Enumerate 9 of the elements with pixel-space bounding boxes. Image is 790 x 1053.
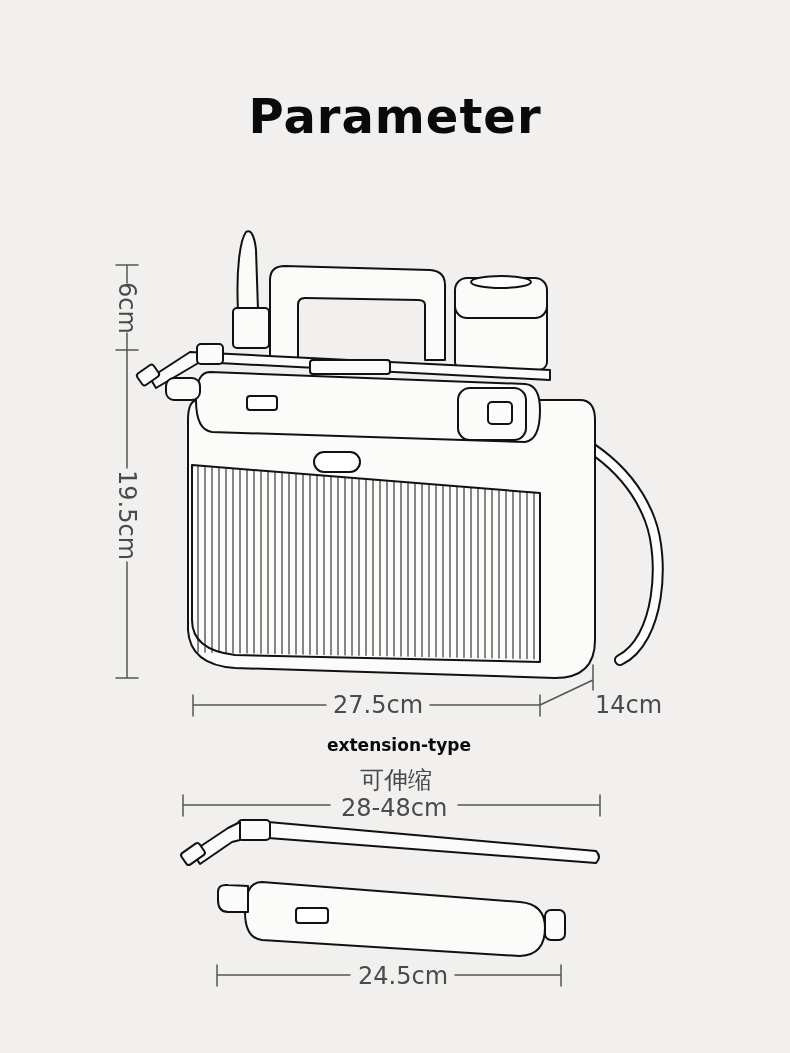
dimension-label: 27.5cm [333, 693, 423, 717]
title: Parameter [248, 92, 542, 140]
dimension-label: 6cm [114, 282, 139, 334]
dimension-label: 24.5cm [358, 964, 448, 988]
section-heading: extension-type [327, 736, 471, 754]
dimension-label: 19.5cm [115, 470, 139, 560]
dimension-label: 14cm [595, 693, 663, 717]
dimension-label: 28-48cm [341, 796, 448, 820]
dimension-note: 可伸缩 [360, 768, 432, 792]
